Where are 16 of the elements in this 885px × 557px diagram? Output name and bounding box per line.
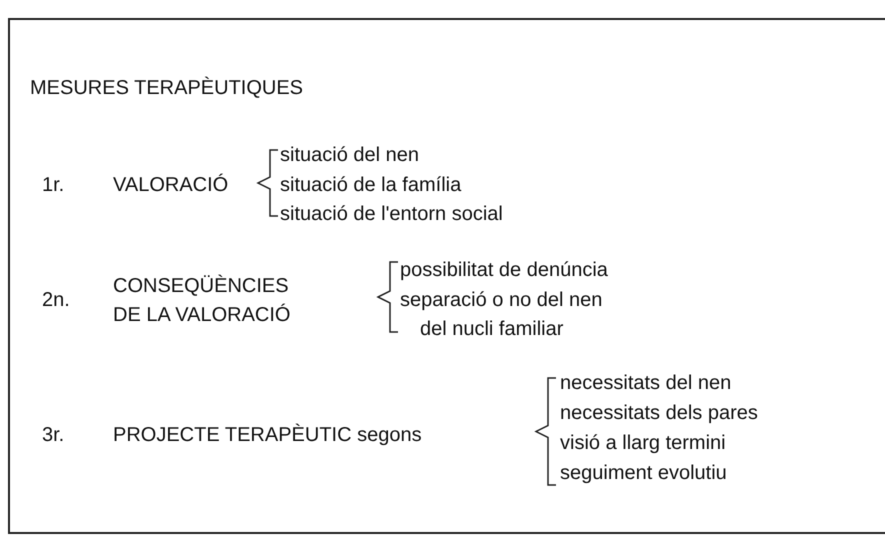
list-item: visió a llarg termini xyxy=(560,431,726,456)
step-number: 3r. xyxy=(42,423,64,448)
list-item: situació del nen xyxy=(280,143,419,168)
list-item: situació de l'entorn social xyxy=(280,202,503,227)
step-heading: PROJECTE TERAPÈUTIC segons xyxy=(113,422,422,448)
list-item: separació o no del nen del nucli familiar xyxy=(400,288,604,342)
step-heading: VALORACIÓ xyxy=(113,172,228,198)
step-number: 1r. xyxy=(42,173,64,198)
list-item: situació de la família xyxy=(280,173,462,198)
list-item: seguiment evolutiu xyxy=(560,461,727,486)
list-item: possibilitat de denúncia xyxy=(400,258,608,283)
title: MESURES TERAPÈUTIQUES xyxy=(30,76,304,101)
list-item: necessitats del nen xyxy=(560,371,732,396)
step-heading: CONSEQÜÈNCIES DE LA VALORACIÓ xyxy=(113,274,292,328)
list-item: necessitats dels pares xyxy=(560,401,758,426)
step-number: 2n. xyxy=(42,288,70,313)
